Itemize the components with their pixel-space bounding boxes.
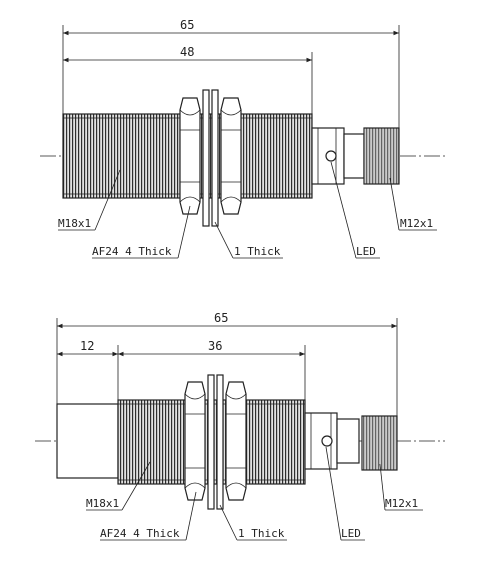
washer-left-bottom: [207, 374, 215, 510]
label-nut-text: AF24 4 Thick: [92, 245, 172, 258]
dimension-thread-length-bottom: 36: [118, 339, 305, 357]
label-thread-main-bottom: M18x1: [86, 461, 151, 511]
dimension-overall-bottom: 65: [57, 311, 397, 329]
dimension-thread-length-value: 48: [180, 45, 194, 59]
label-connector-thread-bottom: M12x1: [379, 463, 423, 511]
drawing-bottom: 65 12 36: [35, 311, 445, 541]
label-washer-bottom-text: 1 Thick: [238, 527, 285, 540]
connector-thread-bottom: [361, 415, 398, 471]
label-nut: AF24 4 Thick: [92, 205, 191, 259]
hex-nut-right: [220, 97, 242, 215]
label-washer-text: 1 Thick: [234, 245, 281, 258]
connector-housing: [311, 127, 365, 185]
label-connector-thread-bottom-text: M12x1: [385, 497, 418, 510]
hex-nut-left-bottom: [184, 381, 206, 501]
sensor-head: [56, 403, 119, 479]
dimension-thread-length: 48: [62, 45, 312, 63]
washer-right-bottom: [216, 374, 224, 510]
washer-right: [211, 89, 219, 227]
hex-nut-right-bottom: [225, 381, 247, 501]
label-connector-thread: M12x1: [389, 177, 437, 231]
dimension-overall: 65: [62, 18, 399, 36]
label-led: LED: [330, 161, 380, 259]
label-thread-main-text: M18x1: [58, 217, 91, 230]
dimension-overall-bottom-value: 65: [214, 311, 228, 325]
connector-housing-bottom: [304, 412, 360, 470]
label-led-bottom-text: LED: [341, 527, 361, 540]
label-washer-bottom: 1 Thick: [219, 504, 287, 541]
led-indicator-bottom: [321, 435, 333, 447]
dimension-head: 12: [57, 339, 118, 357]
drawing-top: 65 48: [40, 18, 445, 259]
label-thread-main: M18x1: [58, 169, 121, 231]
washer-left: [202, 89, 210, 227]
label-connector-thread-text: M12x1: [400, 217, 433, 230]
led-indicator: [325, 150, 337, 162]
dimension-head-value: 12: [80, 339, 94, 353]
label-thread-main-bottom-text: M18x1: [86, 497, 119, 510]
label-nut-bottom-text: AF24 4 Thick: [100, 527, 180, 540]
hex-nut-left: [179, 97, 201, 215]
connector-thread: [363, 127, 400, 185]
label-washer: 1 Thick: [214, 221, 283, 259]
dimension-thread-length-bottom-value: 36: [208, 339, 222, 353]
label-nut-bottom: AF24 4 Thick: [100, 491, 197, 541]
dimension-overall-value: 65: [180, 18, 194, 32]
label-led-bottom: LED: [325, 446, 365, 541]
label-led-text: LED: [356, 245, 376, 258]
